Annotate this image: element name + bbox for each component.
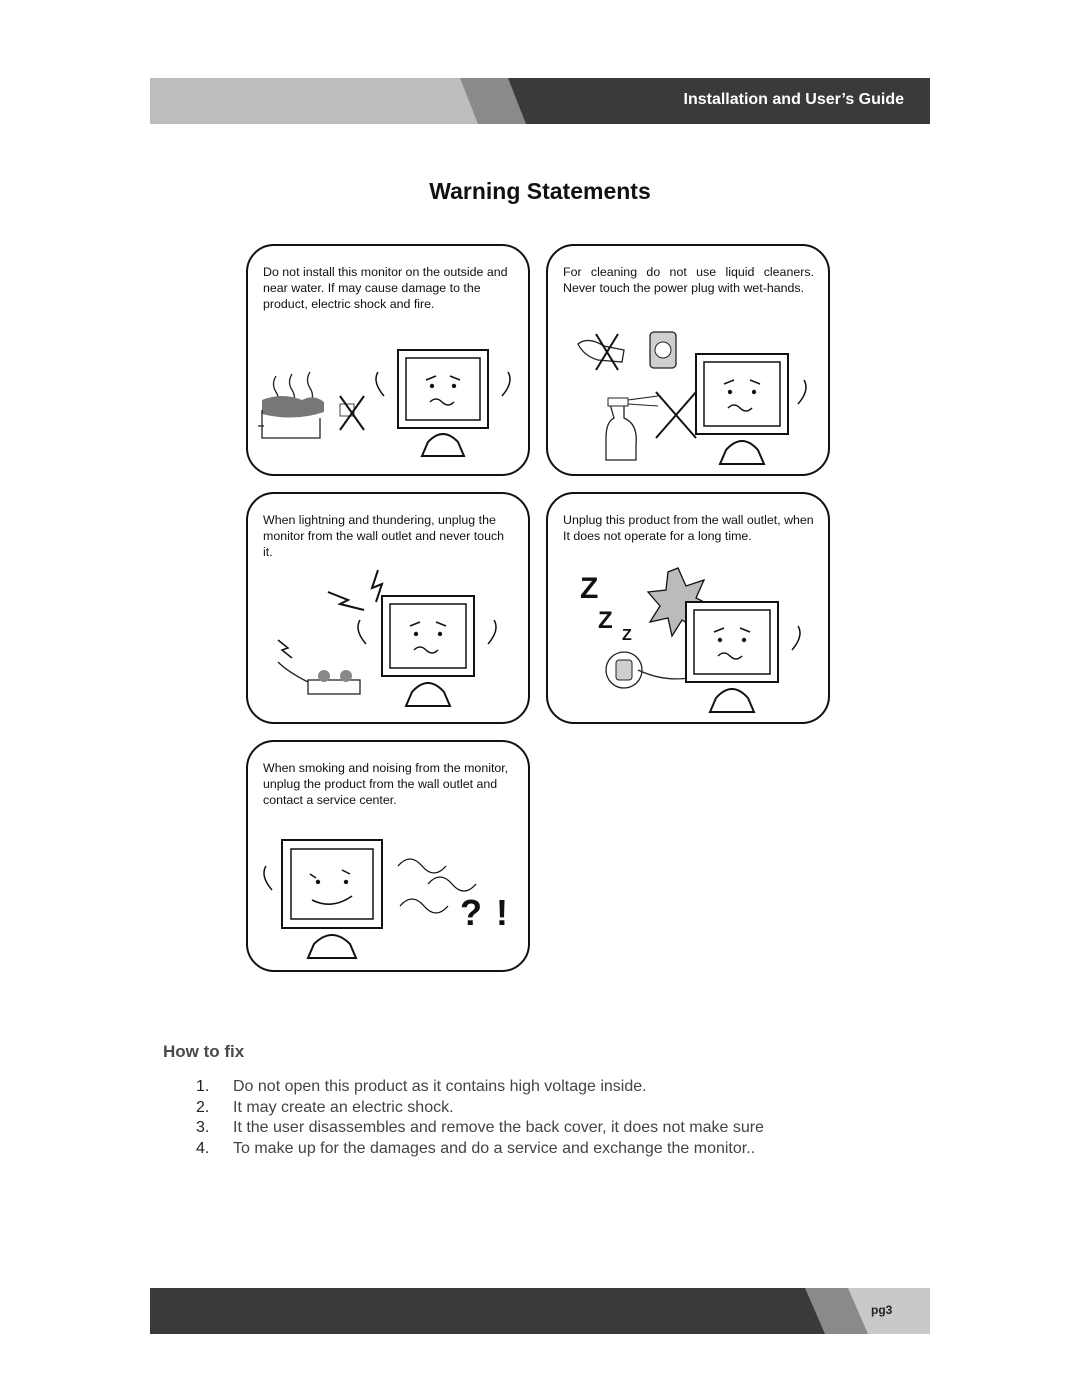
guide-title: Installation and User’s Guide xyxy=(683,91,905,108)
svg-text:Z: Z xyxy=(598,607,613,634)
warning-card-lightning: When lightning and thundering, unplug th… xyxy=(246,492,530,724)
list-number: 2. xyxy=(196,1098,210,1116)
footer-band: pg3 xyxy=(150,1288,930,1334)
card-text: Unplug this product from the wall outlet… xyxy=(563,513,814,543)
list-text: Do not open this product as it contains … xyxy=(233,1078,647,1095)
card-text: When smoking and noising from the monito… xyxy=(263,761,509,807)
warning-card-smoke: When smoking and noising from the monito… xyxy=(246,740,530,972)
spray-cleaner-icon xyxy=(577,331,807,465)
page-title: Warning Statements xyxy=(429,178,651,204)
list-item: 3. It the user disassembles and remove t… xyxy=(196,1118,764,1139)
rain-water-icon xyxy=(258,349,511,457)
svg-text:Z: Z xyxy=(580,572,598,605)
warning-card-water: Do not install this monitor on the outsi… xyxy=(246,244,530,476)
card-text: When lightning and thundering, unplug th… xyxy=(263,513,505,559)
warning-card-cleaning: For cleaning do not use liquid cleaners.… xyxy=(546,244,830,476)
list-text: It the user disassembles and remove the … xyxy=(233,1119,764,1136)
card-text: For cleaning do not use liquid cleaners.… xyxy=(563,265,814,295)
list-item: 2. It may create an electric shock. xyxy=(196,1098,764,1119)
lightning-icon xyxy=(277,569,497,707)
sleeping-monitor-icon: Z Z Z xyxy=(580,567,801,713)
list-item: 1. Do not open this product as it contai… xyxy=(196,1077,764,1098)
list-text: It may create an electric shock. xyxy=(233,1098,454,1116)
list-text: To make up for the damages and do a serv… xyxy=(233,1139,756,1157)
how-to-fix-heading: How to fix xyxy=(163,1042,245,1061)
list-item: 4. To make up for the damages and do a s… xyxy=(196,1139,764,1160)
list-number: 3. xyxy=(196,1119,210,1136)
header-band: Installation and User’s Guide xyxy=(150,78,930,124)
page-number: pg3 xyxy=(871,1303,893,1317)
svg-text:Z: Z xyxy=(622,627,632,644)
alarm-mark: ? ! xyxy=(460,892,510,933)
smoke-monitor-icon xyxy=(263,839,477,959)
how-to-fix-list: 1. Do not open this product as it contai… xyxy=(196,1077,764,1159)
list-number: 4. xyxy=(196,1139,210,1157)
card-text: Do not install this monitor on the outsi… xyxy=(263,265,508,311)
list-number: 1. xyxy=(196,1078,210,1095)
warning-card-unplug: Unplug this product from the wall outlet… xyxy=(546,492,830,724)
